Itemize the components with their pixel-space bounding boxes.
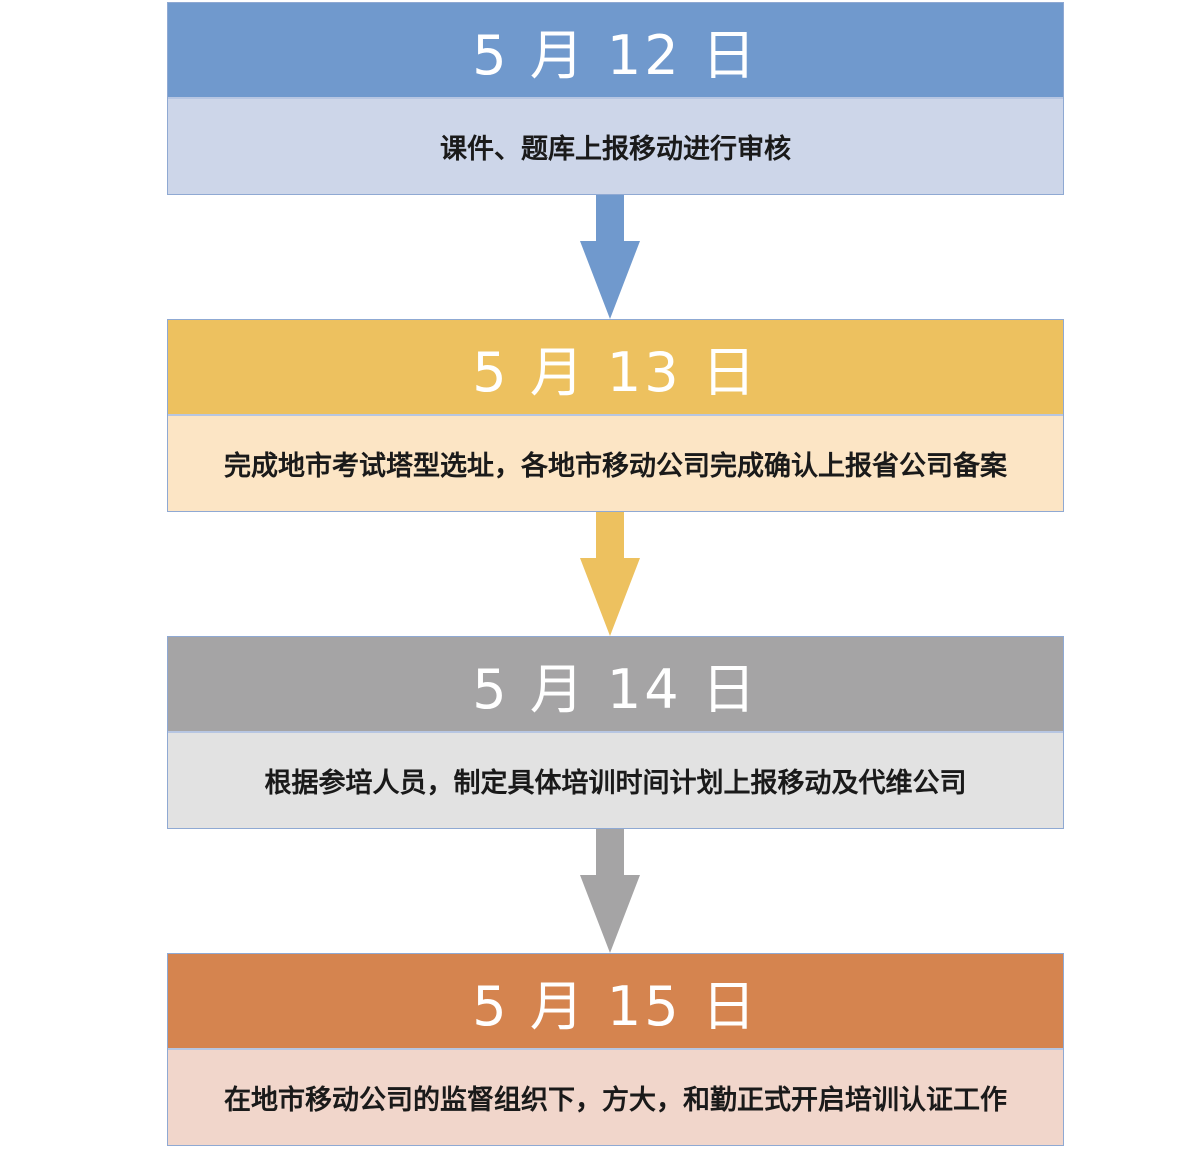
step-date-header: 5 月 15 日: [168, 954, 1063, 1050]
step-description: 课件、题库上报移动进行审核: [168, 99, 1063, 194]
flow-arrow-down: [580, 512, 640, 636]
step-card-may-15: 5 月 15 日 在地市移动公司的监督组织下，方大，和勤正式开启培训认证工作: [167, 953, 1064, 1146]
step-date-header: 5 月 13 日: [168, 320, 1063, 416]
flow-arrow-down: [580, 195, 640, 319]
arrow-down-icon: [580, 512, 640, 636]
step-description: 完成地市考试塔型选址，各地市移动公司完成确认上报省公司备案: [168, 416, 1063, 511]
step-card-may-13: 5 月 13 日 完成地市考试塔型选址，各地市移动公司完成确认上报省公司备案: [167, 319, 1064, 512]
step-card-may-14: 5 月 14 日 根据参培人员，制定具体培训时间计划上报移动及代维公司: [167, 636, 1064, 829]
flow-arrow-down: [580, 829, 640, 953]
step-date-header: 5 月 12 日: [168, 3, 1063, 99]
arrow-down-icon: [580, 195, 640, 319]
step-description: 根据参培人员，制定具体培训时间计划上报移动及代维公司: [168, 733, 1063, 828]
step-date-header: 5 月 14 日: [168, 637, 1063, 733]
step-description: 在地市移动公司的监督组织下，方大，和勤正式开启培训认证工作: [168, 1050, 1063, 1145]
arrow-down-icon: [580, 829, 640, 953]
step-card-may-12: 5 月 12 日 课件、题库上报移动进行审核: [167, 2, 1064, 195]
